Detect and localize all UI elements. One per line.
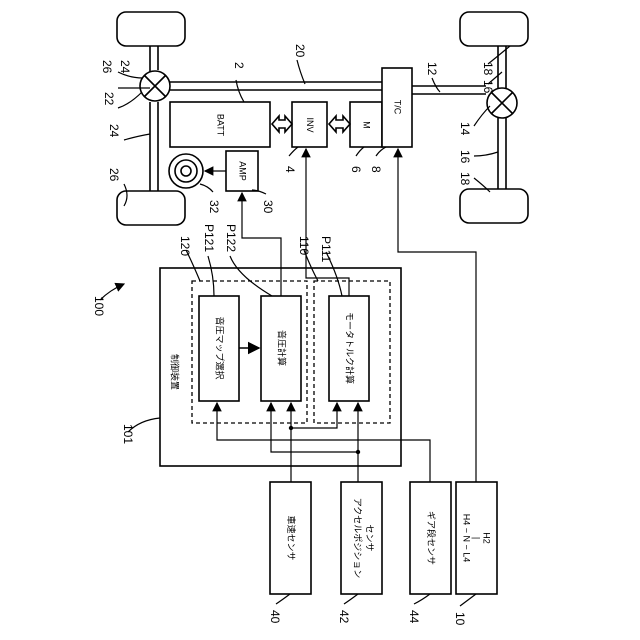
ref-44: 44	[407, 610, 421, 624]
motor-label: M	[362, 121, 372, 129]
sensors: 車速センサ アクセルポジション センサ ギア段センサ H4 − N − L4 |…	[270, 482, 497, 594]
ref-10: 10	[453, 612, 467, 626]
front-shaft	[412, 86, 486, 94]
accel-sensor-label-1: アクセルポジション	[352, 498, 363, 579]
sound-map-select-label: 音圧マップ選択	[214, 316, 226, 379]
rear-differential	[140, 71, 170, 101]
sound-calc-label: 音圧計算	[276, 330, 288, 366]
ref-18b: 18	[458, 172, 472, 186]
mode-switch-label-1: H4 − N − L4	[462, 514, 472, 563]
ref-120: 120	[178, 236, 192, 256]
mode-switch-label-2: |	[472, 537, 482, 539]
mode-switch-label-3: H2	[482, 532, 492, 544]
ref-6: 6	[349, 166, 363, 173]
ref-40: 40	[268, 610, 282, 624]
ref-8: 8	[369, 166, 383, 173]
ref-42: 42	[337, 610, 351, 624]
ref-p121: P121	[202, 224, 216, 252]
ref-16b: 16	[458, 150, 472, 164]
ref-2: 2	[232, 62, 246, 69]
inverter-label: INV	[305, 117, 315, 132]
gear-sensor-label: ギア段センサ	[425, 511, 437, 565]
ref-26a: 26	[100, 60, 114, 74]
ref-24a: 24	[118, 60, 132, 74]
wheel-front-bottom	[460, 189, 528, 223]
drivetrain: BATT INV M T/C AMP	[117, 12, 528, 225]
ref-100: 100	[92, 296, 106, 316]
ref-18a: 18	[481, 62, 495, 76]
ref-12: 12	[425, 62, 439, 76]
ref-22: 22	[102, 92, 116, 106]
power-arrow-inv-motor	[329, 116, 350, 132]
transfer-case-label: T/C	[393, 100, 403, 115]
left-axle	[150, 46, 158, 191]
speaker-icon	[169, 154, 203, 188]
controller: 制御装置 音圧マップ選択 音圧計算 モータトルク計算	[160, 268, 401, 466]
ref-20: 20	[293, 44, 307, 58]
ref-24b: 24	[107, 124, 121, 138]
ref-p111: P111	[319, 236, 333, 263]
ref-p122: P122	[224, 224, 238, 252]
ref-30: 30	[261, 200, 275, 214]
speed-sensor-label: 車速センサ	[285, 515, 297, 560]
wheel-rear-top	[117, 12, 185, 46]
ref-4: 4	[283, 166, 297, 173]
controller-title: 制御装置	[169, 354, 181, 390]
accel-sensor-label-2: センサ	[364, 524, 375, 551]
amp-label: AMP	[238, 161, 248, 181]
ref-14: 14	[458, 122, 472, 136]
ref-110: 110	[297, 236, 311, 255]
ref-32: 32	[207, 200, 221, 214]
ref-26b: 26	[107, 168, 121, 182]
propeller-shaft	[165, 82, 382, 90]
power-arrow-batt-inv	[272, 104, 292, 132]
battery-label: BATT	[216, 114, 226, 137]
ref-16a: 16	[481, 80, 495, 94]
torque-calc-label: モータトルク計算	[344, 312, 356, 384]
wheel-front-top	[460, 12, 528, 46]
